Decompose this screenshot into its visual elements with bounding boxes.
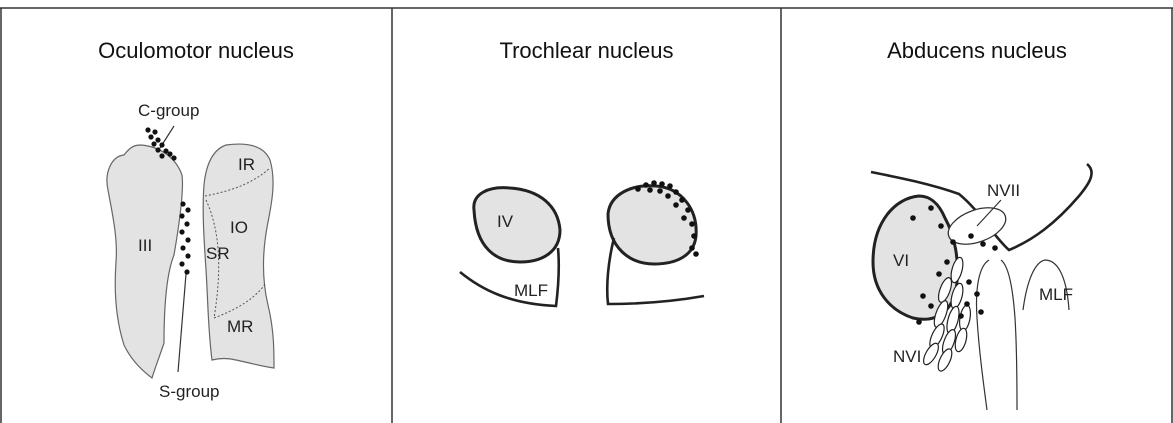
neuron-dot	[184, 269, 189, 274]
neuron-dot	[659, 181, 665, 187]
neuron-dot	[938, 223, 944, 229]
c-group-label: C-group	[138, 101, 199, 120]
neuron-dot	[966, 279, 972, 285]
neuron-dot	[179, 213, 184, 218]
neuron-dot	[689, 245, 695, 251]
midline-center	[1001, 260, 1017, 410]
neuron-dot	[673, 189, 679, 195]
neuron-dot	[184, 221, 189, 226]
neuron-dot	[978, 309, 984, 315]
neuron-dot	[665, 193, 671, 199]
neuron-dot	[673, 202, 679, 208]
neuron-dot	[693, 251, 699, 257]
neuron-dot	[643, 182, 649, 188]
neuron-dot	[151, 141, 156, 146]
neuron-dot	[928, 205, 934, 211]
midline-left	[977, 260, 990, 410]
abducens-diagram: NVII VI MLF NVI	[781, 0, 1173, 423]
neuron-dot	[689, 221, 695, 227]
neuron-dot	[964, 301, 970, 307]
nvi-rootlet	[953, 327, 969, 353]
neuron-dot	[681, 215, 687, 221]
s-group-label: S-group	[159, 382, 219, 401]
neuron-dot	[679, 197, 685, 203]
s-group-pointer	[178, 274, 186, 372]
ir-label: IR	[238, 155, 255, 174]
neuron-dot	[179, 229, 184, 234]
neuron-dot	[155, 147, 160, 152]
neuron-dot	[936, 271, 942, 277]
io-label: IO	[230, 218, 248, 237]
neuron-dot	[651, 180, 657, 186]
nvi-label: NVI	[893, 347, 921, 366]
neuron-dot	[685, 207, 691, 213]
panel-abducens: Abducens nucleus	[781, 0, 1173, 423]
neuron-dot	[148, 134, 153, 139]
neuron-dot	[635, 186, 641, 192]
neuron-dot	[980, 241, 986, 247]
neuron-dot	[185, 207, 190, 212]
neuron-dot	[992, 245, 998, 251]
mlf-label: MLF	[514, 281, 548, 300]
neuron-dot	[180, 245, 185, 250]
neuron-dot	[152, 129, 157, 134]
neuron-dot	[145, 127, 150, 132]
mr-label: MR	[227, 317, 253, 336]
sr-label: SR	[206, 244, 230, 263]
oculomotor-diagram: C-group III IR IO SR MR S-group	[0, 0, 392, 423]
neuron-dot	[155, 137, 160, 142]
neuron-dot	[910, 215, 916, 221]
nucleus-IV-left	[474, 188, 560, 262]
neuron-dot	[180, 201, 185, 206]
neuron-dot	[667, 183, 673, 189]
nucleus-III-left-lobe	[107, 145, 183, 378]
neuron-dot	[159, 142, 164, 147]
neuron-dot	[916, 319, 922, 325]
neuron-dot	[920, 293, 926, 299]
neuron-dot	[944, 259, 950, 265]
neuron-dot	[950, 239, 956, 245]
neuron-dot	[974, 291, 980, 297]
nucleus-label: III	[138, 236, 152, 255]
trochlear-diagram: IV MLF	[392, 0, 781, 423]
neuron-dot	[167, 151, 172, 156]
neuron-dot	[185, 237, 190, 242]
neuron-dot	[657, 188, 663, 194]
neuron-dot	[171, 155, 176, 160]
nucleus-label: IV	[497, 212, 514, 231]
neuron-dot	[691, 233, 697, 239]
neuron-dot	[968, 233, 974, 239]
nvii-label: NVII	[987, 181, 1020, 200]
neuron-dot	[928, 303, 934, 309]
nucleus-label: VI	[893, 251, 909, 270]
neuron-dot	[159, 153, 164, 158]
panel-oculomotor: Oculomotor nucleus	[0, 0, 392, 423]
neuron-dot	[647, 187, 653, 193]
neuron-dot	[179, 261, 184, 266]
mlf-label: MLF	[1039, 285, 1073, 304]
neuron-dot	[958, 313, 964, 319]
neuron-dot	[185, 253, 190, 258]
s-group-neurons	[179, 201, 190, 274]
panel-trochlear: Trochlear nucleus	[392, 0, 781, 423]
